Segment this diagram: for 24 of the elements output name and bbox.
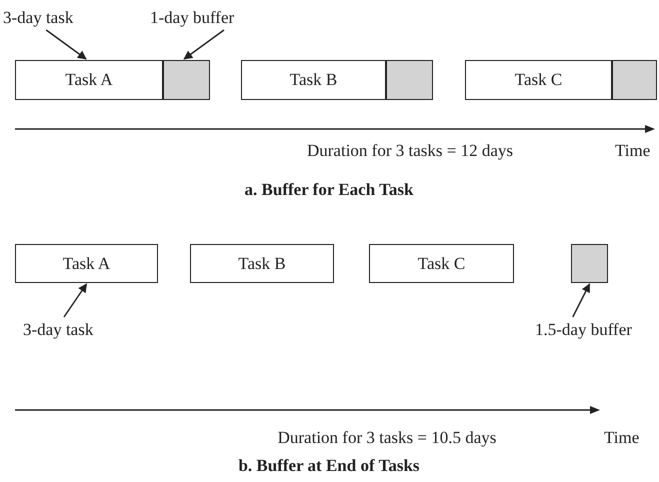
- callout-text: 1-day buffer: [150, 8, 234, 28]
- axis-label: Time: [604, 428, 640, 448]
- buffer-box: [386, 60, 433, 100]
- axis-label: Duration for 3 tasks = 10.5 days: [278, 428, 496, 448]
- buffer-box: [612, 60, 657, 100]
- callout-text: 3-day task: [23, 320, 94, 340]
- buffer-box: [163, 60, 210, 100]
- axis-label: Duration for 3 tasks = 12 days: [307, 141, 513, 161]
- leader-arrow: [183, 29, 224, 60]
- task-box: Task C: [465, 60, 612, 100]
- callout-text: 1.5-day buffer: [535, 320, 632, 340]
- task-box: Task A: [15, 60, 163, 100]
- section-title: a. Buffer for Each Task: [244, 180, 414, 200]
- axis-label: Time: [615, 141, 650, 161]
- leader-arrow: [63, 283, 88, 318]
- section-title: b. Buffer at End of Tasks: [238, 456, 420, 476]
- leader-arrow: [46, 29, 87, 60]
- leader-arrow: [572, 283, 590, 318]
- callout-text: 3-day task: [3, 8, 74, 28]
- task-box: Task C: [369, 244, 514, 283]
- task-box: Task A: [15, 244, 158, 283]
- task-box: Task B: [190, 244, 334, 283]
- task-box: Task B: [241, 60, 386, 100]
- buffer-box: [571, 244, 608, 283]
